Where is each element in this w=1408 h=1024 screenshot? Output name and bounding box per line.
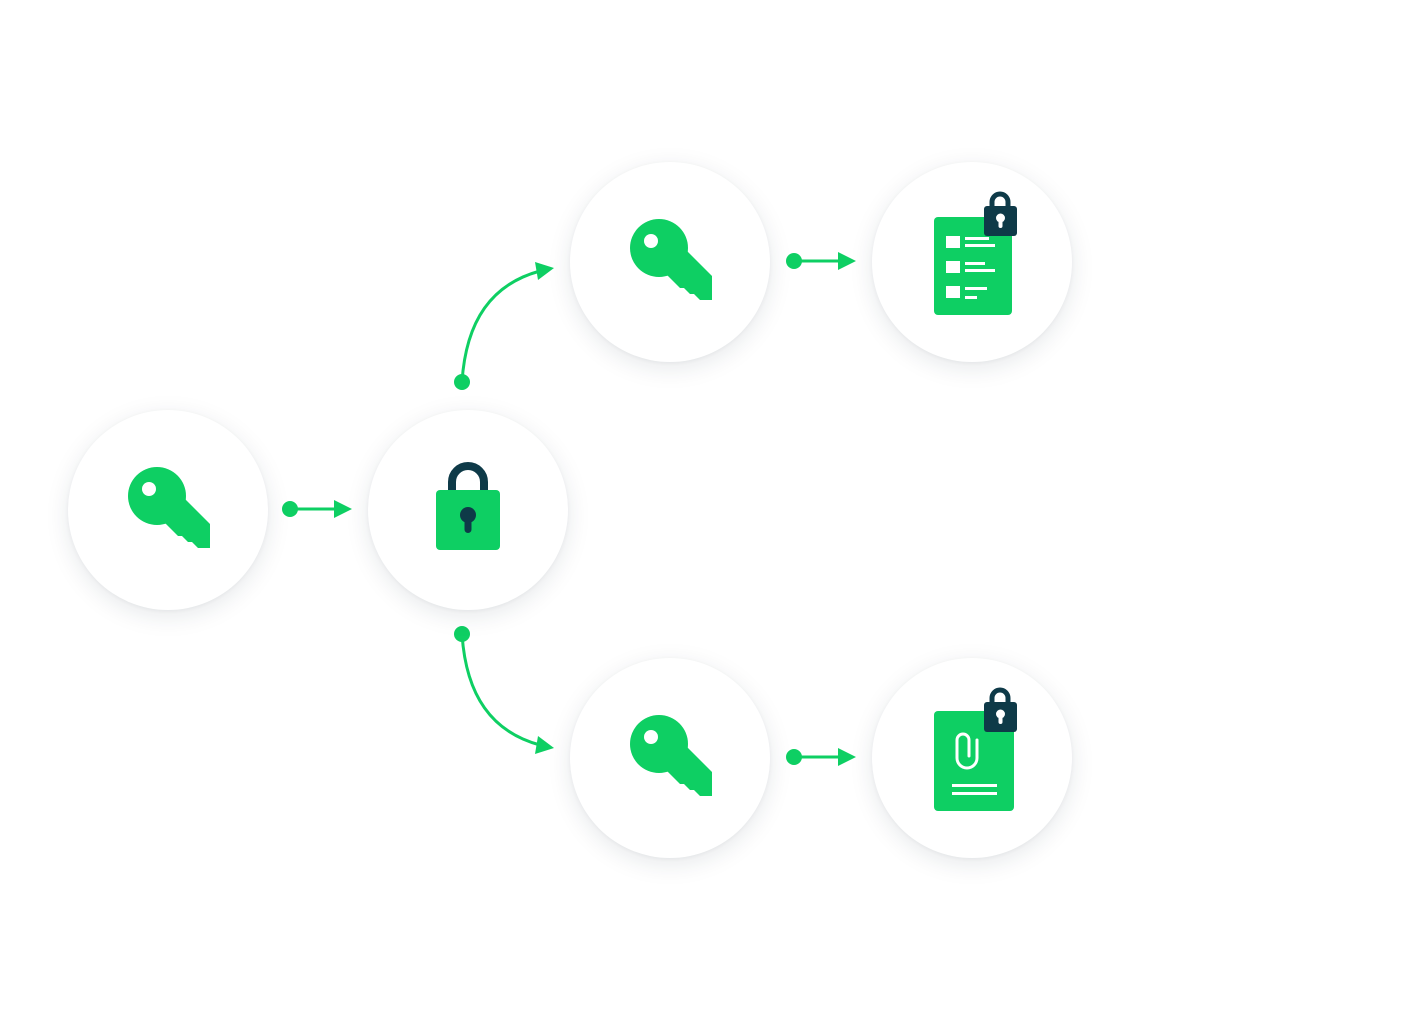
node-vault-lock <box>368 410 568 610</box>
key-icon <box>630 715 712 796</box>
connector-top-key-to-list <box>786 252 856 270</box>
locked-attachment-document-icon <box>934 687 1017 811</box>
locked-list-document-icon <box>934 191 1017 315</box>
key-icon <box>630 219 712 300</box>
connector-bottom-key-to-attachment <box>786 748 856 766</box>
connector-master-to-lock <box>282 500 352 518</box>
padlock-icon <box>436 462 500 550</box>
node-item-key-top <box>570 162 770 362</box>
key-icon <box>128 467 210 548</box>
connector-lock-to-bottom-key <box>454 626 554 754</box>
node-master-key <box>68 410 268 610</box>
node-item-key-bottom <box>570 658 770 858</box>
node-encrypted-list <box>872 162 1072 362</box>
connector-lock-to-top-key <box>454 262 554 390</box>
node-encrypted-attachment <box>872 658 1072 858</box>
